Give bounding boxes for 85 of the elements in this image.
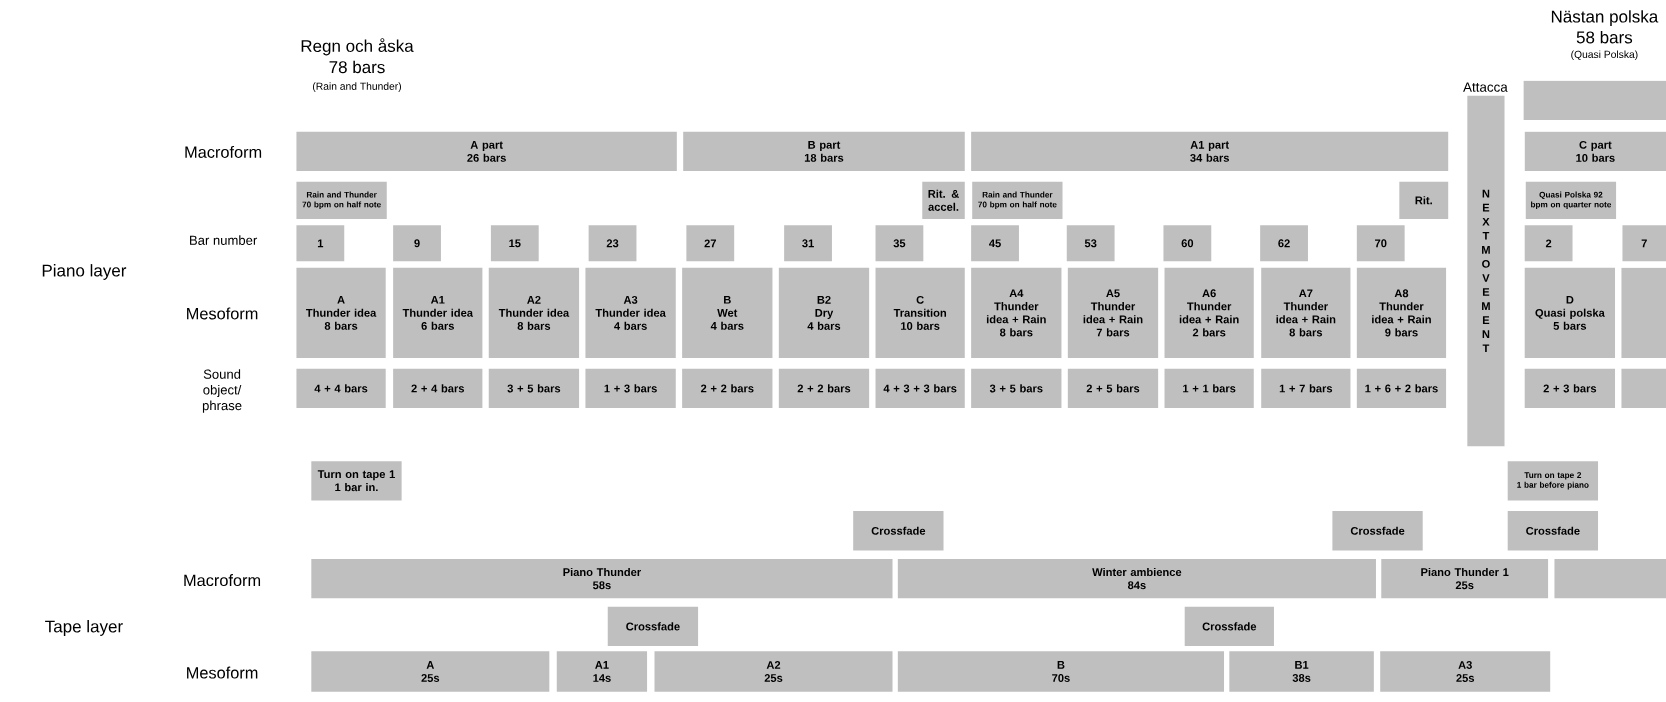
crossfade-box: Crossfade	[1332, 510, 1423, 551]
bar-number-box: 27	[686, 225, 735, 262]
mesoform-box: A6 Thunder idea + Rain 2 bars	[1164, 267, 1254, 358]
tape-segment-box: A1 14s	[556, 651, 648, 692]
cue-box: Turn on tape 1 1 bar in.	[311, 461, 402, 501]
tape-section-box: Piano Thunder 58s	[311, 558, 893, 599]
phrase-box: 2 + 3 bars	[1524, 368, 1615, 408]
tempo-box: Quasi Polska 92 bpm on quarter note	[1525, 181, 1617, 219]
section-box: C part 10 bars	[1524, 131, 1666, 171]
heading-text: Nästan polska	[1551, 10, 1659, 26]
tape-segment-box: A 25s	[311, 651, 550, 692]
bar-number-box: 45	[971, 225, 1019, 262]
phrase-box: 4 + 4 bars	[296, 368, 386, 408]
crossfade-box: Crossfade	[1507, 510, 1599, 551]
phrase-box: 2 + 2 bars	[778, 368, 870, 408]
mesoform-box: B Wet 4 bars	[682, 267, 773, 358]
bar-number-box: 53	[1066, 225, 1115, 262]
row-label: Macroform	[185, 145, 262, 158]
tempo-box: Rit. & accel.	[922, 181, 965, 219]
subtitle-text: (Quasi Polska)	[1571, 50, 1638, 60]
bar-number-box: 31	[784, 225, 832, 262]
section-box: A1 part 34 bars	[971, 131, 1449, 171]
phrase-box: 2 + 4 bars	[393, 368, 483, 408]
phrase-box	[1621, 368, 1666, 408]
crossfade-box: Crossfade	[853, 510, 944, 551]
heading-text: 78 bars	[329, 60, 385, 73]
tempo-box: Rit.	[1399, 181, 1449, 219]
tempo-box: Rain and Thunder 70 bpm on half note	[972, 181, 1063, 219]
tape-segment-box: A2 25s	[654, 651, 893, 692]
mesoform-box: B2 Dry 4 bars	[778, 267, 870, 358]
phrase-box: 1 + 1 bars	[1164, 368, 1254, 408]
section-box: A part 26 bars	[296, 131, 677, 171]
bar-number-box: 60	[1163, 225, 1212, 262]
tape-segment-box: B 70s	[897, 651, 1224, 692]
phrase-box: 4 + 3 + 3 bars	[875, 368, 965, 408]
tape-segment-box: A3 25s	[1380, 651, 1551, 692]
section-box: B part 18 bars	[683, 131, 965, 171]
phrase-box: 3 + 5 bars	[971, 368, 1062, 408]
tempo-box: Rain and Thunder 70 bpm on half note	[296, 181, 387, 219]
mesoform-box: A Thunder idea 8 bars	[296, 267, 386, 358]
bar-number-box: 70	[1356, 225, 1405, 262]
mesoform-box: A5 Thunder idea + Rain 7 bars	[1067, 267, 1159, 358]
layer-label: Piano layer	[42, 263, 127, 280]
mesoform-box: A8 Thunder idea + Rain 9 bars	[1356, 267, 1447, 358]
subtitle-text: (Rain and Thunder)	[313, 82, 401, 92]
mesoform-box: A3 Thunder idea 4 bars	[585, 267, 676, 358]
bar-number-box: 62	[1260, 225, 1308, 262]
tape-section-box: Winter ambience 84s	[897, 558, 1376, 599]
phrase-box: 2 + 5 bars	[1067, 368, 1159, 408]
bar-number-box: 7	[1622, 225, 1666, 262]
row-label: Macroform	[184, 573, 261, 586]
row-label: Mesoform	[187, 307, 258, 320]
bar-number-box: 1	[296, 225, 345, 262]
bar-number-box: 23	[588, 225, 637, 262]
phrase-box: 3 + 5 bars	[488, 368, 580, 408]
bar-number-box: 35	[875, 225, 924, 262]
mesoform-box: A1 Thunder idea 6 bars	[393, 267, 483, 358]
row-label: Mesoform	[187, 666, 258, 679]
crossfade-box: Crossfade	[607, 606, 699, 646]
mesoform-box: A7 Thunder idea + Rain 8 bars	[1261, 267, 1351, 358]
mesoform-box: C Transition 10 bars	[875, 267, 965, 358]
note-text: Attacca	[1463, 82, 1508, 92]
row-label: Bar number	[190, 235, 258, 245]
bar-number-box: 15	[490, 225, 539, 262]
row-label: Sound object/ phrase	[202, 369, 242, 413]
heading-text: 58 bars	[1576, 30, 1633, 44]
next-movement-bar: N E X T M O V E M E N T	[1467, 95, 1505, 447]
tape-segment-box: B1 38s	[1229, 651, 1374, 692]
layer-label: Tape layer	[45, 619, 123, 636]
bar-number-box: 9	[393, 225, 441, 262]
tape-section-box: Piano Thunder 1 25s	[1381, 558, 1549, 599]
mesoform-box	[1621, 267, 1666, 358]
section-box	[1523, 80, 1666, 120]
phrase-box: 1 + 6 + 2 bars	[1356, 368, 1447, 408]
crossfade-box: Crossfade	[1184, 606, 1274, 646]
heading-text: Regn och åska	[301, 38, 414, 56]
mesoform-box: A2 Thunder idea 8 bars	[488, 267, 580, 358]
phrase-box: 1 + 7 bars	[1261, 368, 1351, 408]
phrase-box: 1 + 3 bars	[585, 368, 676, 408]
cue-box: Turn on tape 2 1 bar before piano	[1507, 461, 1599, 501]
mesoform-box: D Quasi polska 5 bars	[1524, 267, 1615, 358]
phrase-box: 2 + 2 bars	[682, 368, 773, 408]
mesoform-box: A4 Thunder idea + Rain 8 bars	[971, 267, 1062, 358]
tape-section-box	[1554, 558, 1666, 599]
bar-number-box: 2	[1524, 225, 1573, 262]
